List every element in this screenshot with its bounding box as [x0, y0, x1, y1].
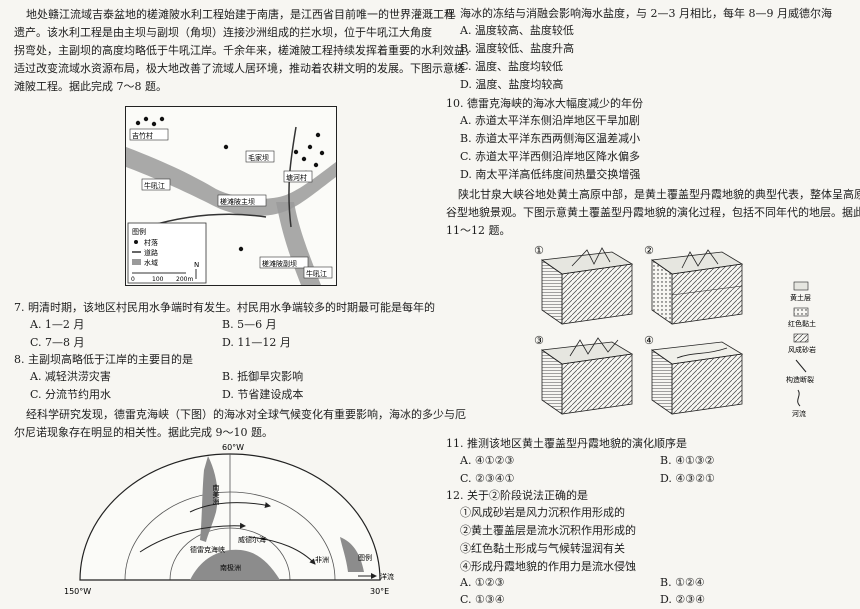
map2-legend-current: 洋流	[380, 572, 394, 581]
map1-legend-water: 水域	[144, 258, 158, 267]
passage-1-line-3: 拐弯处，主副坝的高度均略低于牛吼江岸。千余年来，槎滩陂工程持续发挥着重要的水利效…	[14, 44, 476, 57]
landform-evolution-diagram: ① ② ③ ④ 黄土层 红色黏土	[534, 244, 816, 418]
map2-left-lon: 150°W	[64, 587, 91, 596]
passage-3-line-1: 陕北甘泉大峡谷地处黄土高原中部，是黄土覆盖型丹霞地貌的典型代表，整体呈高原一	[458, 188, 860, 201]
diagram-legend: 黄土层 红色黏土 风成砂岩 构造断裂 河流	[786, 281, 816, 418]
q7-option-a[interactable]: A. 1—2 月	[30, 318, 85, 331]
q12-option-b[interactable]: B. ①②④	[660, 576, 705, 589]
q10-option-a[interactable]: A. 赤道太平洋东侧沿岸地区干旱加剧	[460, 114, 640, 127]
q8-option-d[interactable]: D. 节省建设成本	[222, 388, 304, 401]
map1-label-tanghe: 塘河村	[286, 173, 307, 182]
legend-fault: 构造断裂	[786, 375, 814, 384]
stage-2-block	[650, 249, 744, 325]
q12-statement-1: ①风成砂岩是风力沉积作用形成的	[460, 506, 625, 519]
q11-option-c[interactable]: C. ②③④①	[460, 472, 515, 485]
weir-map: 吉竹村 牛吼江 槎滩陂主坝 毛家坝 槎滩陂副坝 牛吼江 塘河村 图例 村落 道路…	[125, 106, 337, 286]
q12-statement-2: ②黄土覆盖层是流水沉积作用形成的	[460, 524, 636, 537]
legend-loess: 黄土层	[790, 293, 811, 302]
map2-drake: 德雷克海峡	[190, 545, 225, 554]
map1-label-main-dam: 槎滩陂主坝	[220, 197, 255, 206]
q12-option-a[interactable]: A. ①②③	[460, 576, 505, 589]
q7-option-b[interactable]: B. 5—6 月	[222, 318, 277, 331]
q8-option-a[interactable]: A. 减轻洪涝灾害	[30, 370, 111, 383]
q9-option-c[interactable]: C. 温度、盐度均较低	[460, 60, 564, 73]
q9-option-b[interactable]: B. 温度较低、盐度升高	[460, 42, 575, 55]
stage-4-block	[650, 341, 744, 415]
map1-scale-100: 100	[152, 276, 164, 283]
q12-statement-3: ③红色黏土形成与气候转湿润有关	[460, 542, 625, 555]
passage-1-line-4: 适过改变流域水资源布局，极大地改善了流域人居环境，推动着农耕文明的发展。下图示意…	[14, 62, 465, 75]
fault-line-icon	[795, 359, 807, 373]
q11-option-a[interactable]: A. ④①②③	[460, 454, 515, 467]
q12-stem: 12. 关于②阶段说法正确的是	[446, 489, 588, 502]
q12-statement-4: ④形成丹霞地貌的作用力是流水侵蚀	[460, 560, 636, 573]
q9-stem: 9. 海冰的冻结与消融会影响海水盐度，与 2—3 月相比，每年 8—9 月威德尔…	[446, 7, 832, 20]
passage-1-line-5: 滩陂工程。据此完成 7～8 题。	[14, 80, 167, 93]
map2-antarctica: 南极洲	[220, 563, 241, 572]
passage-2-line-2: 尔尼诺现象存在明显的相关性。据此完成 9～10 题。	[14, 426, 273, 439]
q8-option-b[interactable]: B. 抵御旱灾影响	[222, 370, 304, 383]
passage-3-line-2: 谷型地貌景观。下图示意黄土覆盖型丹霞地貌的演化过程，包括不同年代的地层。据此完	[446, 206, 860, 219]
passage-1-line-2: 遗产。该水利工程是由主坝与副坝（角坝）连接沙洲组成的拦水坝，位于牛吼江大角度	[14, 26, 432, 39]
map2-legend-title: 图例	[358, 553, 372, 562]
stage-1-label: ①	[534, 244, 544, 257]
q11-option-d[interactable]: D. ④③②①	[660, 472, 715, 485]
q8-option-c[interactable]: C. 分流节约用水	[30, 388, 112, 401]
q11-stem: 11. 推测该地区黄土覆盖型丹霞地貌的演化顺序是	[446, 437, 687, 450]
legend-red-clay: 红色黏土	[788, 319, 816, 328]
q9-option-a[interactable]: A. 温度较高、盐度较低	[460, 24, 574, 37]
river-icon	[797, 389, 801, 407]
q7-option-d[interactable]: D. 11—12 月	[222, 336, 291, 349]
passage-1-line-1: 地处赣江流域吉泰盆地的槎滩陂水利工程始建于南唐，是江西省目前唯一的世界灌溉工程	[26, 8, 455, 21]
q10-option-c[interactable]: C. 赤道太平洋西侧沿岸地区降水偏多	[460, 150, 641, 163]
map2-weddell: 威德尔海	[238, 535, 266, 544]
map1-label-river-a: 牛吼江	[144, 181, 165, 190]
q10-option-b[interactable]: B. 赤道太平洋东西两侧海区温差减小	[460, 132, 641, 145]
map1-legend-road: 道路	[144, 248, 158, 257]
passage-2-line-1: 经科学研究发现，德雷克海峡（下图）的海冰对全球气候变化有重要影响，海冰的多少与厄	[26, 408, 466, 421]
q7-stem: 7. 明清时期，该地区村民用水争端时有发生。村民用水争端较多的时期最可能是每年的	[14, 301, 435, 314]
stage-4-label: ④	[644, 334, 654, 347]
legend-sandstone: 风成砂岩	[788, 345, 816, 354]
map2-africa: 非洲	[315, 555, 329, 564]
map1-scale-0: 0	[131, 276, 135, 283]
q10-option-d[interactable]: D. 南太平洋高低纬度间热量交换增强	[460, 168, 641, 181]
drake-passage-map: 60°W 150°W 30°E 南美洲 德雷克海峡 威德尔海 南极洲 非洲 图例…	[64, 443, 394, 596]
q8-stem: 8. 主副坝高略低于江岸的主要目的是	[14, 353, 193, 366]
q12-option-c[interactable]: C. ①③④	[460, 593, 505, 606]
q9-option-d[interactable]: D. 温度、盐度均较高	[460, 78, 564, 91]
q11-option-b[interactable]: B. ④①③②	[660, 454, 715, 467]
map1-label-maojia: 毛家坝	[248, 153, 269, 162]
passage-3-line-3: 11～12 题。	[446, 224, 511, 237]
map2-south-america: 南美洲	[212, 483, 220, 505]
q7-option-c[interactable]: C. 7—8 月	[30, 336, 85, 349]
stage-2-label: ②	[644, 244, 654, 257]
stage-3-label: ③	[534, 334, 544, 347]
map1-legend-village: 村落	[144, 238, 158, 247]
map1-legend-title: 图例	[132, 227, 146, 236]
legend-river: 河流	[792, 409, 806, 418]
map1-scale-200: 200m	[176, 276, 193, 283]
q12-option-d[interactable]: D. ②③④	[660, 593, 706, 606]
map1-label-side-dam: 槎滩陂副坝	[262, 259, 297, 268]
map1-label-river-b: 牛吼江	[306, 269, 327, 278]
stage-3-block	[540, 337, 634, 415]
stage-1-block	[540, 247, 634, 325]
map1-label-jizhu: 吉竹村	[132, 131, 153, 140]
map2-right-lon: 30°E	[370, 587, 389, 596]
map1-north: N	[194, 261, 199, 269]
weir-map-svg: 吉竹村 牛吼江 槎滩陂主坝 毛家坝 槎滩陂副坝 牛吼江 塘河村 图例 村落 道路…	[126, 116, 336, 285]
map2-top-lon: 60°W	[222, 443, 244, 452]
q10-stem: 10. 德雷克海峡的海冰大幅度减少的年份	[446, 97, 643, 110]
